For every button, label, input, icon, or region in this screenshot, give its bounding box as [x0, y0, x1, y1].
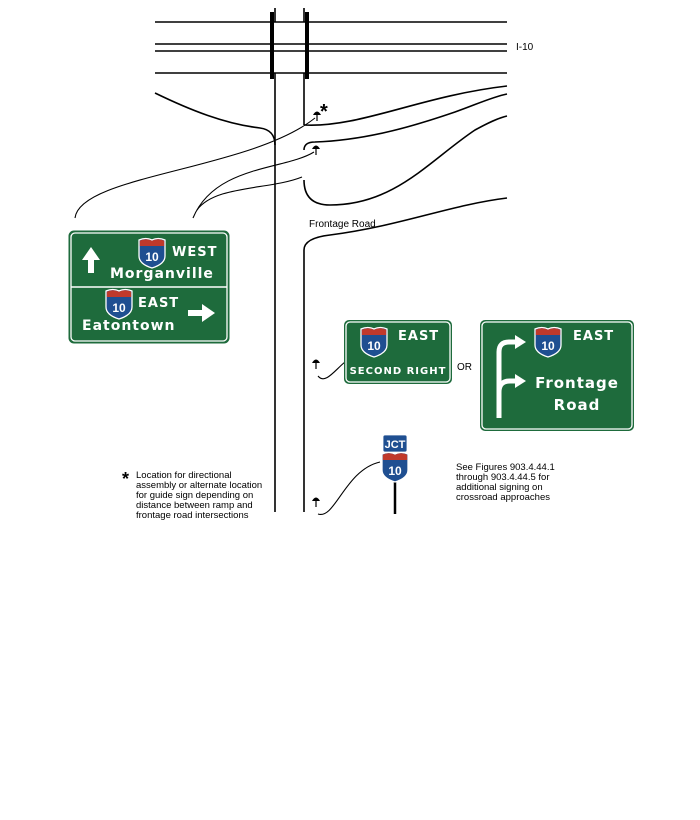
reference-note: See Figures 903.4.44.1 through 903.4.44.… [456, 462, 555, 503]
up-arrow-icon [82, 247, 100, 273]
sign-location-markers: * [312, 101, 328, 507]
sign-direction-west: WEST [172, 245, 217, 260]
interstate-shield-icon: 10 [360, 326, 388, 358]
leader-lines [74, 117, 381, 515]
svg-text:10: 10 [145, 250, 159, 264]
svg-text:10: 10 [388, 464, 402, 478]
interstate-shield-icon: 10 [534, 326, 562, 358]
sign-destination-frontage: Frontage [535, 374, 619, 392]
sign-direction-east: EAST [398, 329, 439, 344]
advance-guide-sign: 10 EAST SECOND RIGHT [344, 320, 452, 384]
note-line: through 903.4.44.5 for [456, 472, 550, 483]
or-label: OR [457, 362, 472, 373]
sign-direction-east: EAST [573, 329, 614, 344]
interstate-label: I-10 [516, 42, 534, 53]
crossroad [274, 73, 305, 512]
lane-arrows-icon [496, 335, 526, 418]
note-line: for guide sign depending on [136, 490, 253, 501]
asterisk-marker: * [320, 101, 328, 123]
note-asterisk: * [122, 469, 129, 489]
interstate-shield-icon: 10 [105, 288, 133, 320]
sign-distance-text: SECOND RIGHT [350, 366, 447, 377]
junction-assembly: JCT 10 [381, 434, 409, 514]
right-arrow-icon [188, 304, 215, 322]
directional-guide-sign: 10 WEST Morganville 10 EAST Eatontown [68, 230, 230, 344]
svg-text:10: 10 [112, 301, 126, 315]
sign-destination-morganville: Morganville [110, 266, 214, 282]
sign-location-icon [312, 359, 320, 369]
location-note: * Location for directional assembly or a… [122, 469, 262, 521]
interstate-mainline [155, 21, 507, 74]
note-line: additional signing on [456, 482, 543, 493]
sign-direction-east: EAST [138, 296, 179, 311]
ramps [154, 85, 508, 206]
sign-location-icon [313, 111, 321, 121]
interstate-shield-icon: 10 [381, 451, 409, 483]
note-line: frontage road intersections [136, 510, 249, 521]
interstate-shield-icon: 10 [138, 237, 166, 269]
overpass-bridge [270, 8, 309, 79]
sign-destination-eatontown: Eatontown [82, 318, 176, 334]
note-line: Location for directional [136, 470, 232, 481]
note-line: assembly or alternate location [136, 480, 262, 491]
note-line: distance between ramp and [136, 500, 253, 511]
sign-location-icon [312, 497, 320, 507]
note-line: See Figures 903.4.44.1 [456, 462, 555, 473]
sign-location-icon [312, 145, 320, 155]
svg-text:10: 10 [541, 339, 555, 353]
note-line: crossroad approaches [456, 492, 550, 503]
svg-text:10: 10 [367, 339, 381, 353]
sign-destination-road: Road [554, 396, 601, 414]
frontage-road [303, 197, 508, 251]
frontage-road-label: Frontage Road [309, 219, 376, 230]
alternate-guide-sign: 10 EAST Frontage Road [480, 320, 634, 431]
jct-plaque-text: JCT [385, 439, 406, 451]
